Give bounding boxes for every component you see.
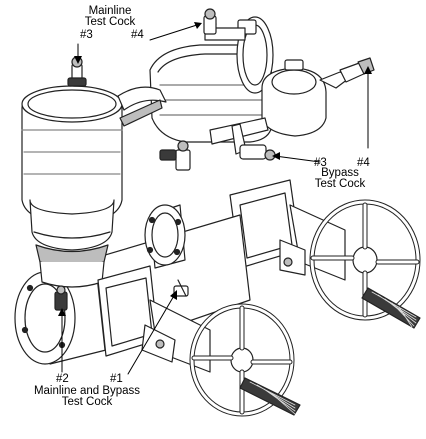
rear-gate-valve (229, 179, 346, 281)
bypass-label-line1: Bypass (321, 167, 359, 179)
bottom-cock-2-number: #2 (56, 373, 69, 385)
bypass-meter (261, 57, 375, 137)
coupling-clamp (117, 86, 167, 127)
leader-1 (127, 293, 176, 375)
mainline-label-line1: Mainline (88, 5, 132, 17)
test-cock-4-top (203, 8, 217, 35)
front-gate-valve (97, 265, 211, 373)
test-cock-bypass (159, 140, 191, 171)
front-handwheel (189, 303, 295, 417)
mainline-label-line2: Test Cock (84, 16, 136, 28)
mainline-bypass-label-line1: Mainline and Bypass (33, 385, 141, 397)
rear-handwheel (309, 199, 421, 321)
mainline-test-cock-label: Mainline Test Cock (70, 5, 150, 28)
top-cock-4-number: #4 (131, 29, 144, 41)
mainline-and-bypass-test-cock-label: Mainline and Bypass Test Cock (12, 385, 162, 408)
bypass-cock-3-number: #3 (314, 157, 327, 169)
front-threaded-stem (239, 377, 301, 416)
top-cock-3-number: #3 (80, 29, 93, 41)
bypass-label-line2: Test Cock (314, 178, 366, 190)
test-cock-1 (173, 279, 189, 297)
bypass-cock-4-number: #4 (357, 157, 370, 169)
rear-threaded-stem (361, 287, 421, 329)
leader-mainline-4 (149, 23, 201, 41)
bypass-piping (209, 117, 276, 161)
test-cock-2 (54, 285, 68, 311)
bypass-test-cock-label: Bypass Test Cock (300, 167, 380, 190)
leader-bypass-3 (274, 155, 321, 163)
bottom-cock-1-number: #1 (110, 373, 123, 385)
mainline-bypass-label-line2: Test Cock (61, 396, 113, 408)
front-check-valve-housing (21, 85, 123, 288)
arrowheads (58, 22, 372, 316)
